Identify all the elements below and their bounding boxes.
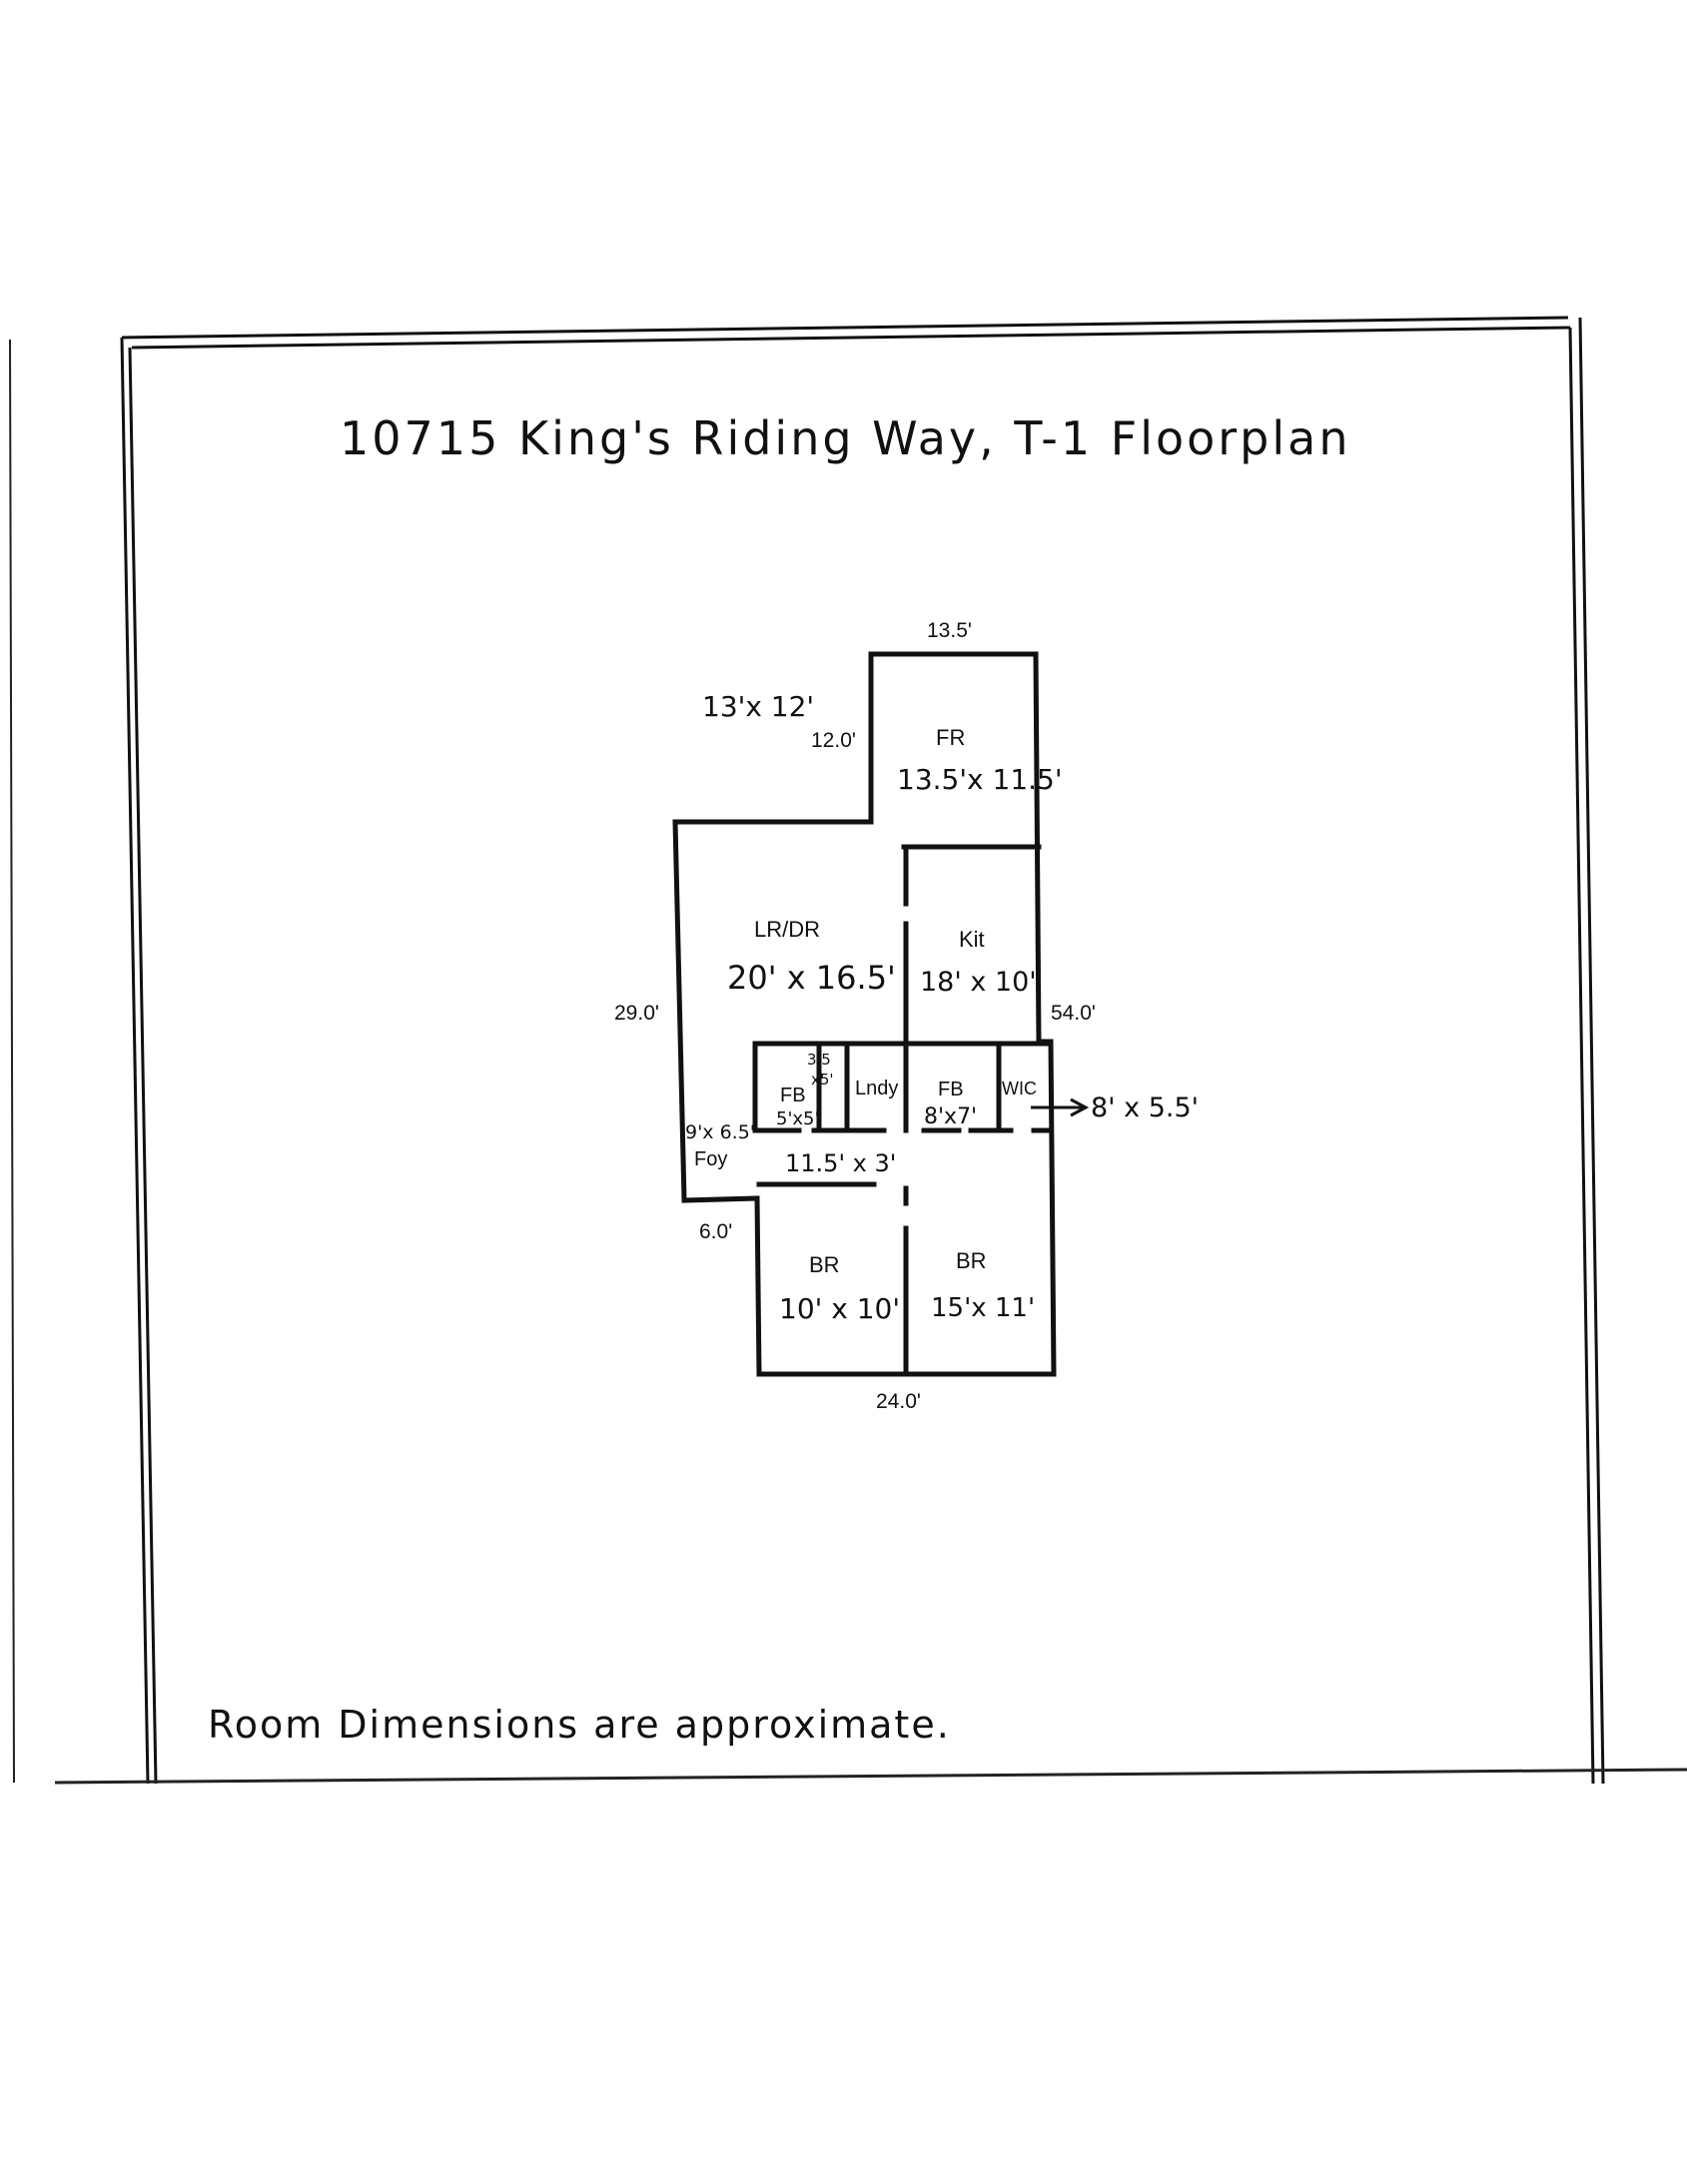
room-fb2-size: 8'x7': [924, 1104, 977, 1129]
page-frame: [9, 316, 1687, 1785]
room-wic-size: 8' x 5.5': [1091, 1092, 1199, 1123]
room-fb1-size: 5'x5': [776, 1108, 819, 1129]
room-kit-name: Kit: [959, 927, 985, 952]
floorplan-walls: [672, 651, 1057, 1377]
room-fb2-name: FB: [938, 1079, 964, 1100]
room-lndy-name: Lndy: [855, 1078, 898, 1099]
room-br2-name: BR: [956, 1248, 987, 1273]
room-br1-size: 10' x 10': [779, 1292, 900, 1325]
room-lrdr-name: LR/DR: [754, 917, 820, 942]
room-fr-size: 13.5'x 11.5': [897, 763, 1063, 796]
closet-size-top: 3.5: [807, 1051, 831, 1069]
extra-size-note: 13'x 12': [702, 690, 814, 723]
dimension-top-width: 13.5': [927, 619, 972, 642]
room-br2-size: 15'x 11': [931, 1293, 1035, 1323]
hall-size: 11.5' x 3': [785, 1149, 896, 1177]
room-br1-name: BR: [809, 1252, 840, 1277]
room-kit-size: 18' x 10': [920, 967, 1037, 998]
dimension-left-height: 29.0': [614, 1002, 659, 1025]
closet-size-bottom: x5': [811, 1071, 834, 1089]
room-fb1-name: FB: [780, 1085, 806, 1106]
room-lrdr-size: 20' x 16.5': [727, 959, 896, 997]
wic-arrow: [1031, 1097, 1090, 1117]
dimension-foyer-step: 6.0': [699, 1220, 732, 1243]
dimension-right-height: 54.0': [1051, 1002, 1096, 1025]
room-fr-name: FR: [936, 725, 965, 750]
room-foyer-size: 9'x 6.5': [685, 1121, 755, 1143]
room-wic-name: WIC: [1002, 1079, 1037, 1098]
dimension-fr-left-height: 12.0': [811, 729, 856, 752]
dimensions-disclaimer: Room Dimensions are approximate.: [208, 1703, 951, 1747]
plan-title: 10715 King's Riding Way, T-1 Floorplan: [340, 411, 1351, 465]
dimension-bottom-width: 24.0': [876, 1390, 921, 1413]
room-foyer-name: Foy: [694, 1148, 727, 1170]
